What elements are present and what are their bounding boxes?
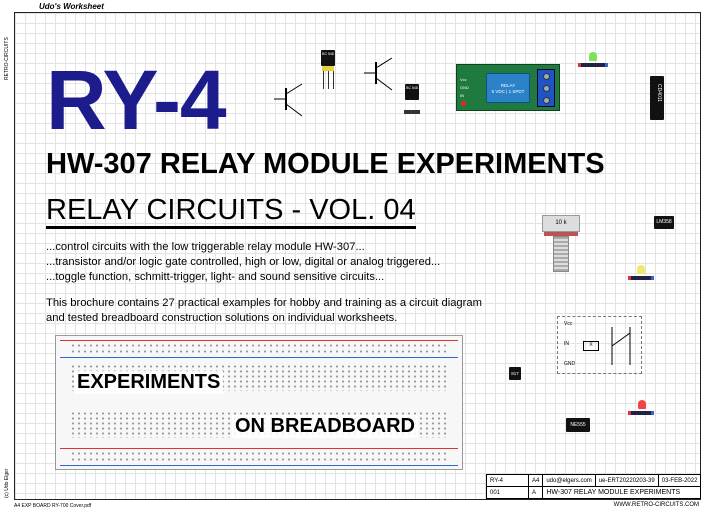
tb-cell: udo@elgers.com xyxy=(542,474,596,487)
feature-lines: ...control circuits with the low trigger… xyxy=(46,240,440,285)
tb-cell: HW-307 RELAY MODULE EXPERIMENTS xyxy=(542,486,702,499)
green-led-icon xyxy=(589,52,597,61)
tb-cell: RY-4 xyxy=(486,474,529,487)
yellow-led-icon xyxy=(637,265,645,274)
worksheet-title: Udo's Worksheet xyxy=(36,2,107,11)
tb-cell: A xyxy=(527,486,544,499)
relay-box: RELAY 5 VDC | 1 SPDT xyxy=(486,73,530,103)
relay-terminal-block xyxy=(537,69,555,107)
experiments-label: EXPERIMENTS xyxy=(74,371,224,394)
feature-line: ...toggle function, schmitt-trigger, lig… xyxy=(46,271,385,283)
tb-cell: A4 xyxy=(527,474,544,487)
relay-module-image: Vcc GND IN RELAY 5 VDC | 1 SPDT xyxy=(456,64,560,111)
relay-module-schematic: Vcc IN GND X xyxy=(557,316,642,374)
ic-lm358-icon: LM358 xyxy=(654,216,674,229)
breadboard-image xyxy=(55,335,463,470)
side-label-top: RETRO-CIRCUITS xyxy=(4,37,10,80)
description-line: and tested breadboard construction solut… xyxy=(46,312,398,324)
red-led-icon xyxy=(638,400,646,409)
tb-cell: 03-FEB-2022 xyxy=(657,474,702,487)
side-label-bottom: (c) Udo Elger xyxy=(4,468,10,498)
tb-cell: 001 xyxy=(486,486,529,499)
tb-cell: ue-ERT20220203-39 xyxy=(594,474,659,487)
transistor-bc548-icon: BC 548 xyxy=(405,84,419,100)
footer-filename: A4 EXP BOARD RY-700 Cover.pdf xyxy=(14,503,92,509)
main-heading: HW-307 RELAY MODULE EXPERIMENTS xyxy=(46,148,605,180)
footer-website: WWW.RETRO-CIRCUITS.COM xyxy=(613,502,699,508)
transistor-bc548-icon: BC 548 xyxy=(321,50,335,66)
transistor-symbol-icon xyxy=(364,57,393,91)
sub-heading: RELAY CIRCUITS - VOL. 04 xyxy=(46,196,416,229)
description-line: This brochure contains 27 practical exam… xyxy=(46,297,482,309)
ic-cd4011-icon: CD4011 xyxy=(650,76,664,120)
transistor-symbol-icon xyxy=(274,83,303,117)
potentiometer-icon: 10 k xyxy=(542,215,580,232)
feature-line: ...control circuits with the low trigger… xyxy=(46,241,365,253)
feature-line: ...transistor and/or logic gate controll… xyxy=(46,256,441,268)
big-title: RY-4 xyxy=(46,53,227,147)
on-breadboard-label: ON BREADBOARD xyxy=(232,415,418,438)
description: This brochure contains 27 practical exam… xyxy=(46,296,482,326)
ic-ne555-icon: NE555 xyxy=(566,418,590,432)
optocoupler-817-icon: 817 xyxy=(509,367,521,380)
title-block: RY-4 A4 udo@elgers.com ue-ERT20220203-39… xyxy=(486,474,702,499)
